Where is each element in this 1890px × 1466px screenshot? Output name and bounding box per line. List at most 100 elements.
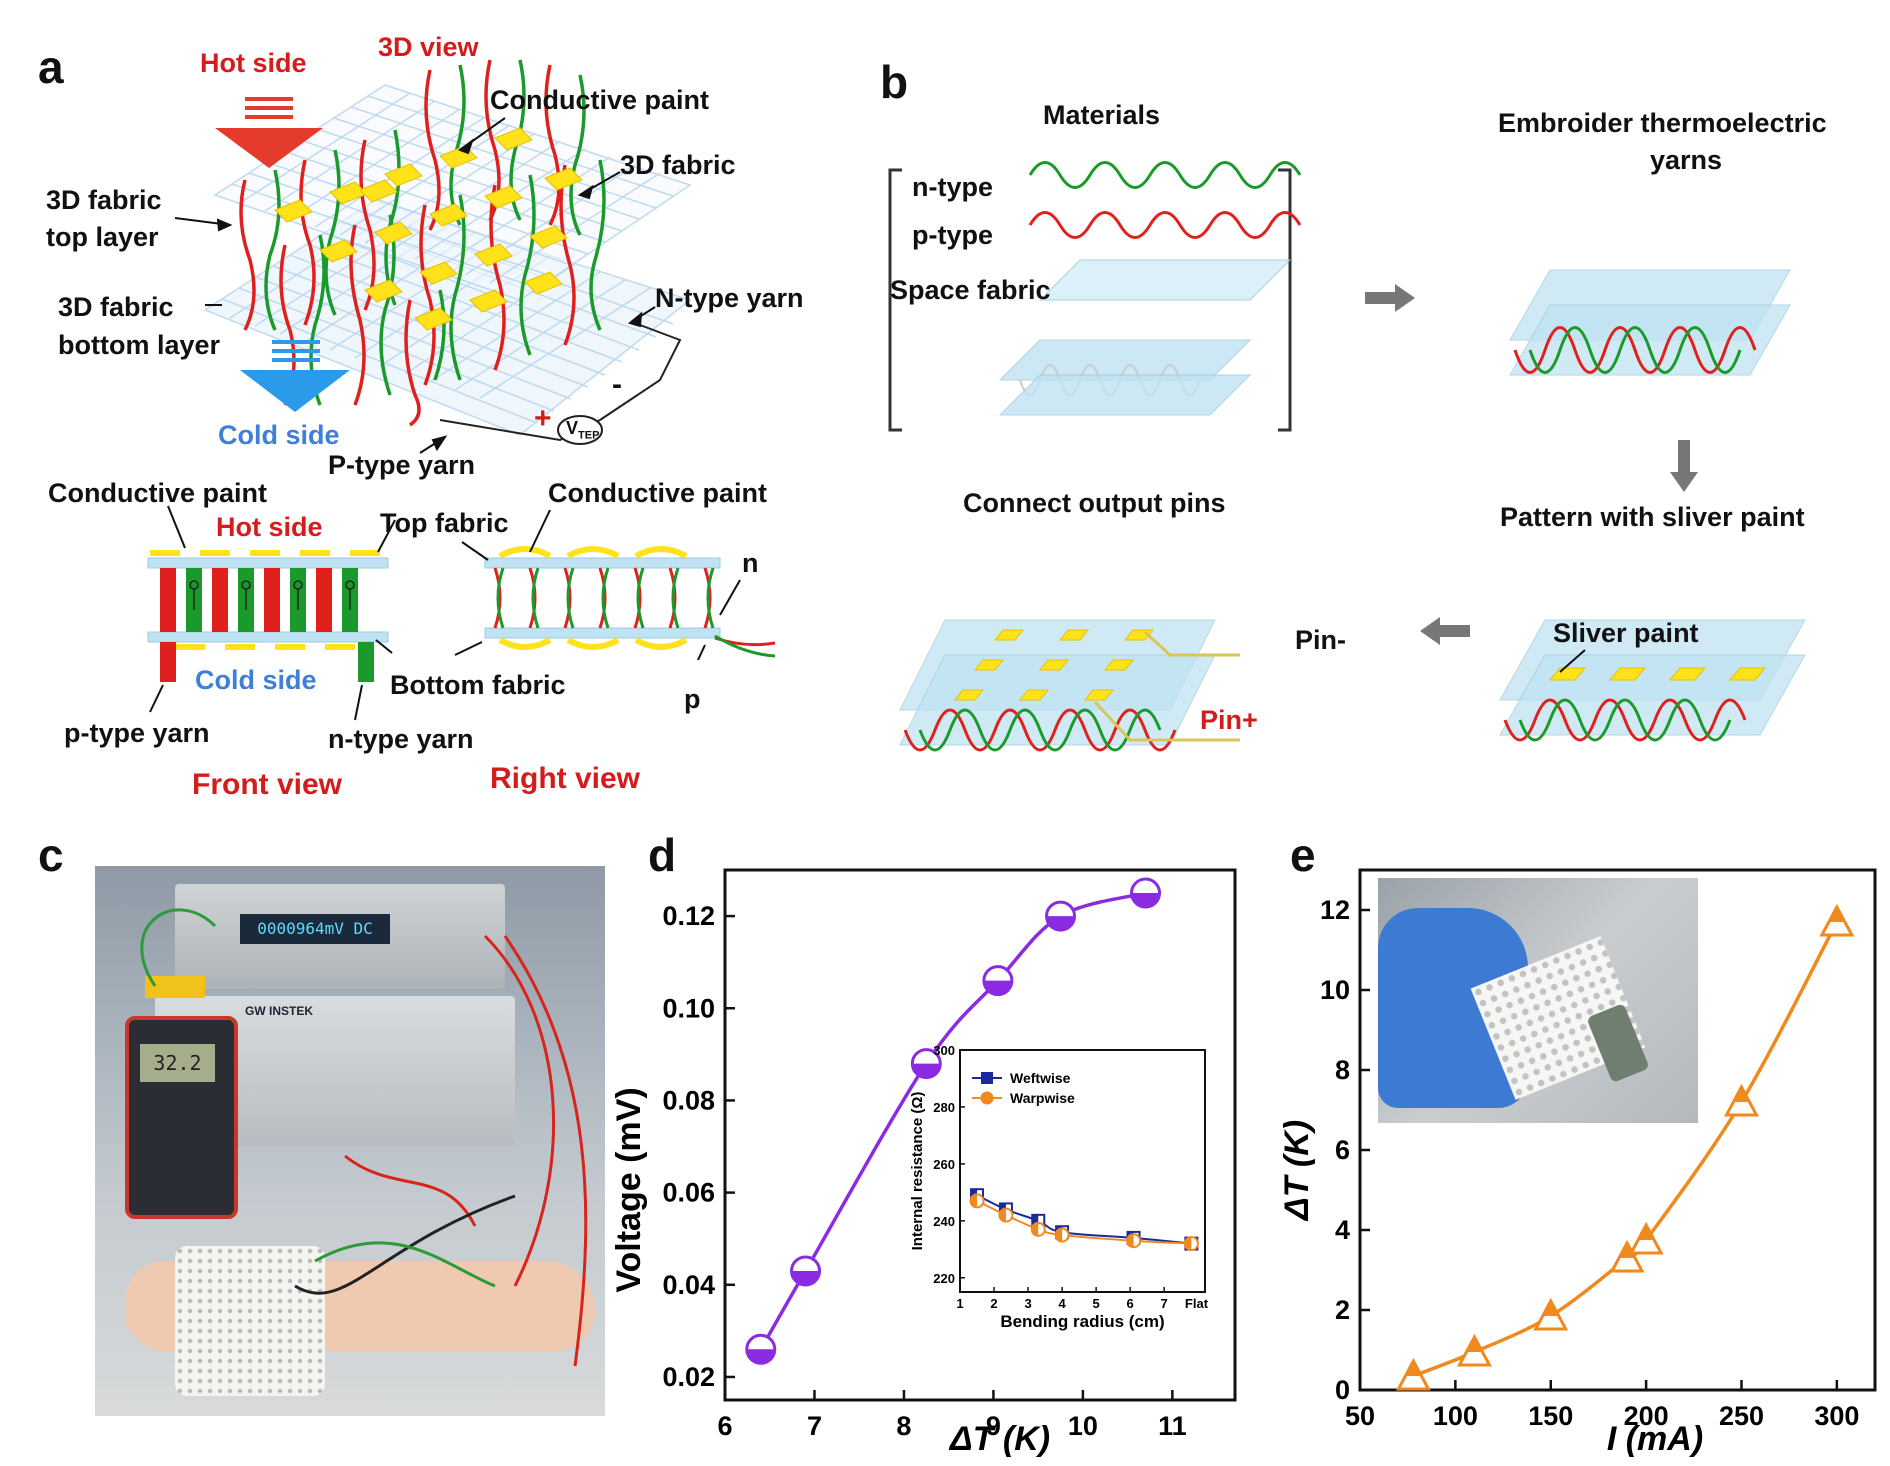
inset-marker-fill [970, 1194, 978, 1208]
vtep-symbol: VTEP [566, 418, 600, 442]
chart-d-marker-fill [983, 980, 1012, 995]
chart-e-xtick-label: 300 [1814, 1401, 1859, 1431]
chart-e-ytick-label: 0 [1335, 1375, 1350, 1405]
connected-fabric [899, 619, 1240, 752]
front-conductive-paint-label: Conductive paint [48, 478, 268, 508]
inset-marker-fill [1127, 1234, 1134, 1248]
conductive-paint-label: Conductive paint [490, 85, 710, 115]
embroider-label-2: yarns [1650, 145, 1723, 175]
chart-e-ytick-label: 10 [1320, 975, 1350, 1005]
chart-e-marker-fill [1638, 1225, 1654, 1240]
front-hot-side-label: Hot side [216, 512, 323, 542]
panel-label-c: c [38, 829, 64, 881]
chart-e-xtick-label: 100 [1433, 1401, 1478, 1431]
chart-e-ytick-label: 12 [1320, 895, 1350, 925]
space-fabric-label: Space fabric [890, 275, 1051, 305]
label-pointers [174, 117, 656, 454]
inset-marker-fill [1032, 1214, 1039, 1227]
inset-marker-fill [1055, 1228, 1063, 1242]
sliver-paint-label: Sliver paint [1553, 618, 1699, 648]
thermocouple-plugs [145, 976, 205, 998]
front-view-title: Front view [192, 768, 343, 801]
chart-d-ylabel: Voltage (mV) [610, 1087, 648, 1292]
panel-label-d: d [648, 829, 677, 881]
chart-e-xtick-label: 200 [1624, 1401, 1669, 1431]
chart-d-frame [723, 868, 1237, 1402]
materials-title: Materials [1043, 100, 1161, 130]
chart-e-ylabel: ΔT (K) [1278, 1120, 1316, 1222]
chart-d-xtick-label: 11 [1158, 1411, 1187, 1441]
chart-d-ytick-label: 0.08 [662, 1085, 715, 1115]
inset-point-warpwise [969, 1193, 985, 1209]
chart-d-point [745, 1333, 777, 1365]
chart-e-ytick-label: 6 [1335, 1135, 1350, 1165]
chart-e-point [1819, 903, 1855, 937]
n-type-yarn-label: N-type yarn [655, 283, 804, 313]
pattern-step-label: Pattern with sliver paint [1500, 502, 1805, 532]
panel-label-e: e [1290, 829, 1316, 881]
top-layer-label-2: top layer [46, 222, 159, 252]
embroidered-fabric [1509, 269, 1791, 376]
hot-side-label: Hot side [200, 48, 307, 78]
inset-point-warpwise [1054, 1227, 1070, 1243]
panel-label-a: a [38, 41, 64, 93]
chart-e-marker-fill [1405, 1361, 1421, 1376]
view-3d-title: 3D view [378, 32, 479, 62]
chart-d-marker-fill [912, 1063, 941, 1078]
step-arrow-down [1670, 440, 1698, 492]
chart-e-ytick-label: 8 [1335, 1055, 1350, 1085]
chart-e-marker-fill [1466, 1337, 1482, 1352]
space-fabric-sheets [998, 259, 1292, 416]
bottom-layer-label-2: bottom layer [58, 330, 221, 360]
chart-d-xtick-label: 10 [1068, 1411, 1098, 1441]
chart-d-ytick-label: 0.04 [662, 1270, 715, 1300]
inset-xtick-label: 7 [1161, 1296, 1168, 1311]
chart-d-point [910, 1048, 942, 1080]
step-arrow-left [1420, 617, 1470, 645]
inset-xtick-label: 2 [990, 1296, 997, 1311]
chart-d-marker-fill [1046, 916, 1075, 931]
chart-e-marker-fill [1543, 1301, 1559, 1316]
panel-a-side-views [147, 505, 776, 721]
bottom-layer-label-1: 3D fabric [58, 292, 174, 322]
connect-step-label: Connect output pins [963, 488, 1226, 518]
chart-d-ytick-label: 0.10 [662, 993, 715, 1023]
inset-marker-fill [1031, 1222, 1039, 1236]
front-bottom-fabric-label: Bottom fabric [390, 670, 566, 700]
front-top-fabric-label: Top fabric [380, 508, 509, 538]
front-view-diagram [147, 505, 396, 721]
chart-e-xtick-label: 50 [1345, 1401, 1375, 1431]
thermometer-display: 32.2 [140, 1044, 215, 1082]
inset-ytick-label: 300 [933, 1043, 955, 1058]
panel-label-b: b [880, 56, 909, 108]
inset-point-warpwise [1183, 1236, 1199, 1252]
chart-d-xtick-label: 7 [807, 1411, 822, 1441]
inset-xtick-flat: Flat [1185, 1296, 1209, 1311]
cold-side-label: Cold side [218, 420, 340, 450]
chart-e-marker-fill [1733, 1087, 1749, 1102]
top-layer-label-1: 3D fabric [46, 185, 162, 215]
chart-e-ytick-label: 4 [1335, 1215, 1350, 1245]
chart-d-xtick-label: 6 [717, 1411, 732, 1441]
chart-d-xlabel: ΔT (K) [948, 1420, 1050, 1458]
inset-marker-fill [999, 1208, 1006, 1222]
inset-legend-label: Warpwise [1010, 1090, 1075, 1106]
chart-e-xlabel: I (mA) [1607, 1420, 1703, 1458]
plus-sign: + [534, 402, 552, 435]
inset-ytick-label: 220 [933, 1271, 955, 1286]
inset-ytick-label: 240 [933, 1214, 955, 1229]
embroider-label-1: Embroider thermoelectric [1498, 108, 1827, 138]
inset-legend-label: Weftwise [1010, 1070, 1071, 1086]
right-n-label: n [742, 548, 759, 578]
inset-xtick-label: 5 [1092, 1296, 1099, 1311]
chart-e-point [1456, 1333, 1492, 1367]
inset-xtick-label: 1 [956, 1296, 963, 1311]
inset-ytick-label: 260 [933, 1157, 955, 1172]
chart-d-xtick-label: 8 [896, 1411, 911, 1441]
chart-d-ytick-label: 0.02 [662, 1362, 715, 1392]
chart-e-ytick-label: 2 [1335, 1295, 1350, 1325]
inset-point-warpwise [1030, 1221, 1046, 1237]
chart-d-point [1130, 877, 1162, 909]
hot-side-arrow [215, 97, 323, 168]
